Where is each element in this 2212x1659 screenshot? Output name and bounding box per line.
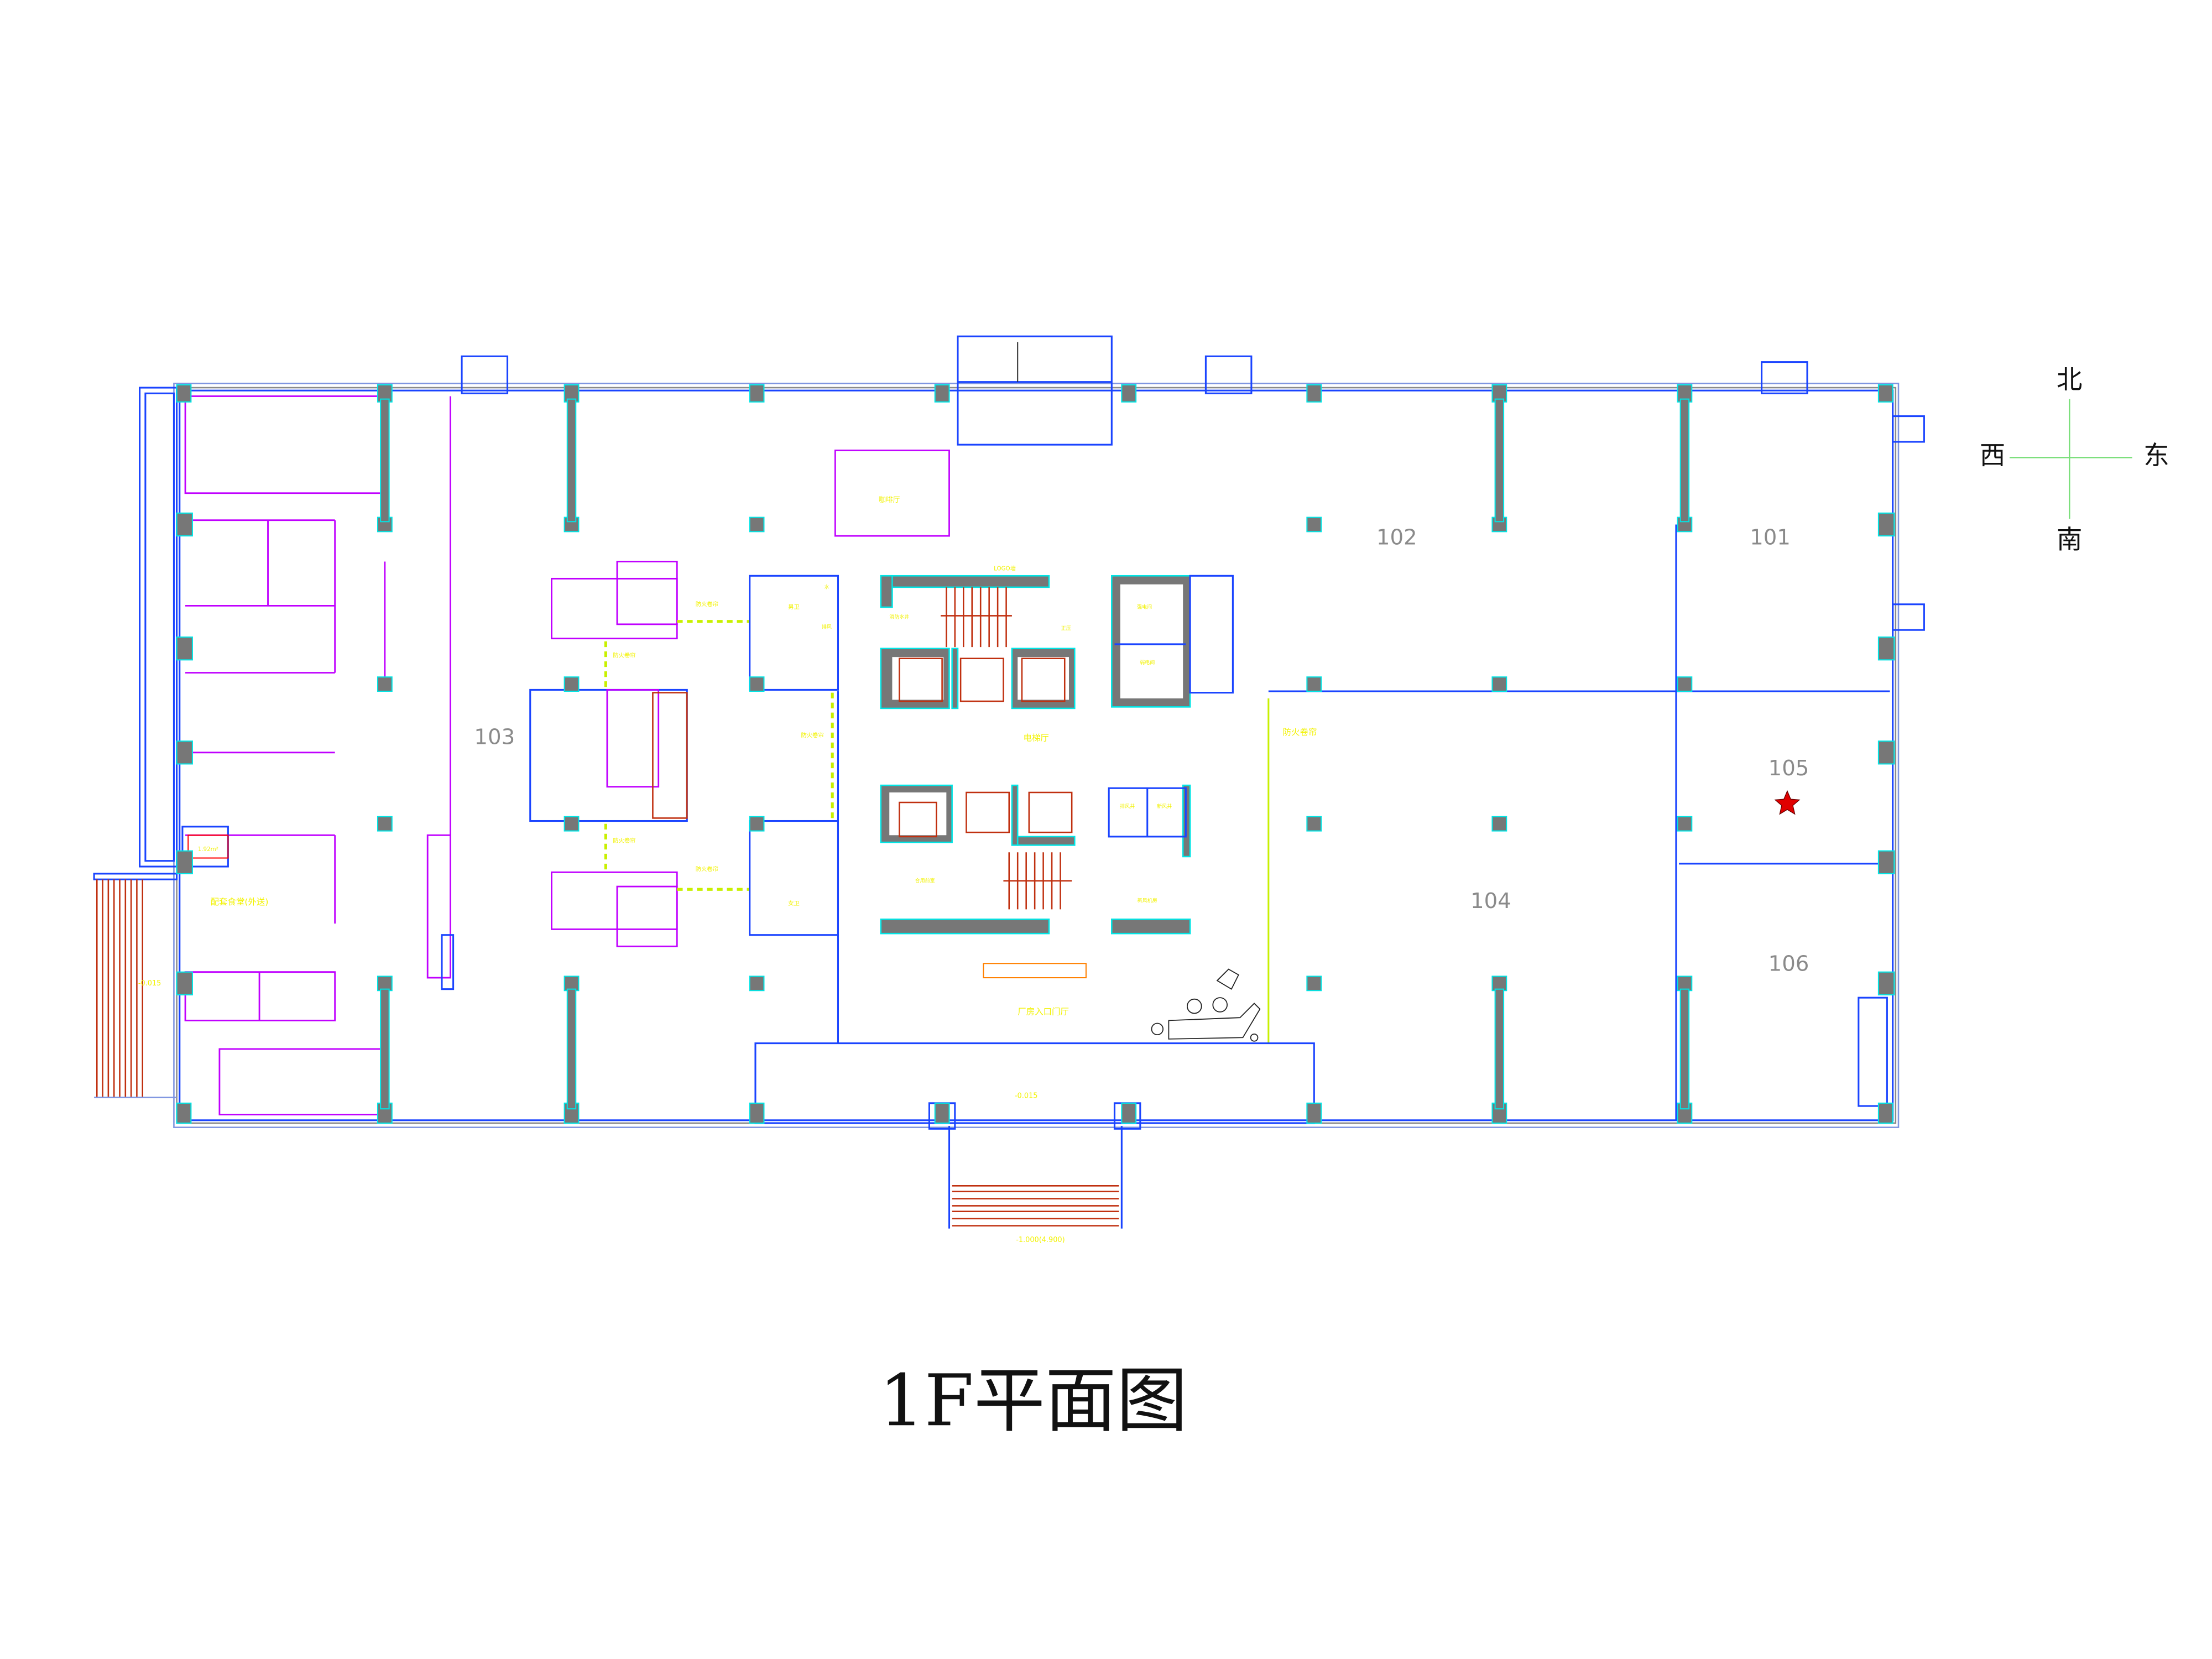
column xyxy=(1121,1102,1137,1124)
fresh-air-shaft-label: 新风井 xyxy=(1157,803,1172,810)
column xyxy=(1306,384,1322,403)
column xyxy=(1491,816,1507,832)
weak-elec-label: 弱电间 xyxy=(1140,659,1155,666)
compass-west: 西 xyxy=(1980,440,2005,470)
room-102-label: 102 xyxy=(1376,525,1417,550)
building-walls xyxy=(93,335,1925,1229)
column xyxy=(934,1102,950,1124)
column xyxy=(564,975,580,992)
compass-south: 南 xyxy=(2057,524,2082,554)
column xyxy=(749,384,765,403)
womens-wc-label: 女卫 xyxy=(788,900,800,907)
core-north xyxy=(880,575,1234,709)
core-south xyxy=(880,784,1191,935)
column xyxy=(749,1102,765,1124)
west-steps xyxy=(94,879,177,1098)
room-104-label: 104 xyxy=(1470,889,1511,914)
column xyxy=(749,975,765,992)
shared-lobby-label: 合用前室 xyxy=(915,877,935,884)
exhaust-label: 排风 xyxy=(822,624,832,630)
fire-shutter-label-4: 防火卷帘 xyxy=(613,837,635,844)
column xyxy=(1306,975,1322,992)
column xyxy=(1677,816,1693,832)
entry-level-label: -0.015 xyxy=(1015,1092,1038,1100)
column xyxy=(1877,850,1895,874)
strong-elec-label: 强电间 xyxy=(1137,603,1152,610)
column xyxy=(1877,1102,1893,1124)
fire-shaft-label: 消防水井 xyxy=(889,613,909,620)
column xyxy=(377,975,393,992)
entrance-hall-label: 厂房入口门厅 xyxy=(1018,1006,1069,1016)
column xyxy=(176,971,193,996)
column xyxy=(176,850,193,874)
canteen-label: 配套食堂(外送) xyxy=(211,897,269,907)
column xyxy=(1306,517,1322,533)
column-wall xyxy=(1679,398,1690,523)
column xyxy=(176,512,193,537)
column xyxy=(1306,1102,1322,1124)
west-level-label: -0.015 xyxy=(138,979,161,988)
column xyxy=(1877,740,1895,765)
column xyxy=(749,816,765,832)
pressurize-label: 正压 xyxy=(1061,625,1071,632)
mens-wc-label: 男卫 xyxy=(788,604,800,611)
column xyxy=(377,816,393,832)
north-stair xyxy=(941,587,1012,648)
column xyxy=(1306,676,1322,692)
column-wall xyxy=(566,988,577,1110)
fresh-air-room-label: 新风机房 xyxy=(1138,897,1157,904)
column xyxy=(1877,637,1895,661)
logo-wall-label: LOGO墙 xyxy=(994,565,1016,572)
lounge-furniture xyxy=(1151,968,1261,1042)
room-101-label: 101 xyxy=(1750,525,1791,550)
column xyxy=(176,637,193,661)
column xyxy=(749,676,765,692)
water-label: 水 xyxy=(824,583,829,590)
column xyxy=(377,676,393,692)
column-wall xyxy=(380,398,390,523)
room-106-label: 106 xyxy=(1768,951,1809,976)
south-stair xyxy=(1003,852,1072,910)
column xyxy=(749,517,765,533)
steps-level-label: -1.000(4.900) xyxy=(1016,1236,1065,1244)
column xyxy=(176,384,192,403)
column xyxy=(176,740,193,765)
fire-shutter-label-6: 防火卷帘 xyxy=(801,732,823,739)
fire-shutter-label-3: 防火卷帘 xyxy=(613,652,635,659)
column-wall xyxy=(566,398,577,523)
compass-north: 北 xyxy=(2057,365,2082,395)
location-star-icon xyxy=(1774,790,1801,815)
column xyxy=(176,1102,192,1124)
column-wall xyxy=(1679,988,1690,1110)
column xyxy=(1677,676,1693,692)
column xyxy=(1306,816,1322,832)
column xyxy=(1677,975,1693,992)
fire-shutter-label-2: 防火卷帘 xyxy=(696,601,718,608)
plan-title: 1F平面图 xyxy=(879,1359,1188,1442)
fire-shutter-label-5: 防火卷帘 xyxy=(696,865,718,873)
column xyxy=(1491,676,1507,692)
room-103-label: 103 xyxy=(474,725,515,750)
canteen-area-label: 1.92m² xyxy=(198,846,218,853)
column-wall xyxy=(1494,398,1505,523)
compass-east: 东 xyxy=(2143,440,2169,470)
exhaust-shaft-label: 排风井 xyxy=(1120,803,1135,810)
structural-columns xyxy=(176,384,1895,1124)
column xyxy=(1877,971,1895,996)
cafe-label: 咖啡厅 xyxy=(879,496,900,504)
elevator-hall-label: 电梯厅 xyxy=(1024,733,1049,743)
fire-shutter-label: 防火卷帘 xyxy=(1283,727,1317,737)
column-wall xyxy=(380,988,390,1110)
column xyxy=(1121,384,1137,403)
column xyxy=(1877,512,1895,537)
south-steps xyxy=(952,1185,1119,1227)
column xyxy=(564,676,580,692)
column xyxy=(564,816,580,832)
room-105-label: 105 xyxy=(1768,756,1809,781)
column xyxy=(934,384,950,403)
compass: 北 南 西 东 xyxy=(1980,365,2169,555)
column xyxy=(1877,384,1893,403)
column xyxy=(1491,975,1507,992)
column-wall xyxy=(1494,988,1505,1110)
